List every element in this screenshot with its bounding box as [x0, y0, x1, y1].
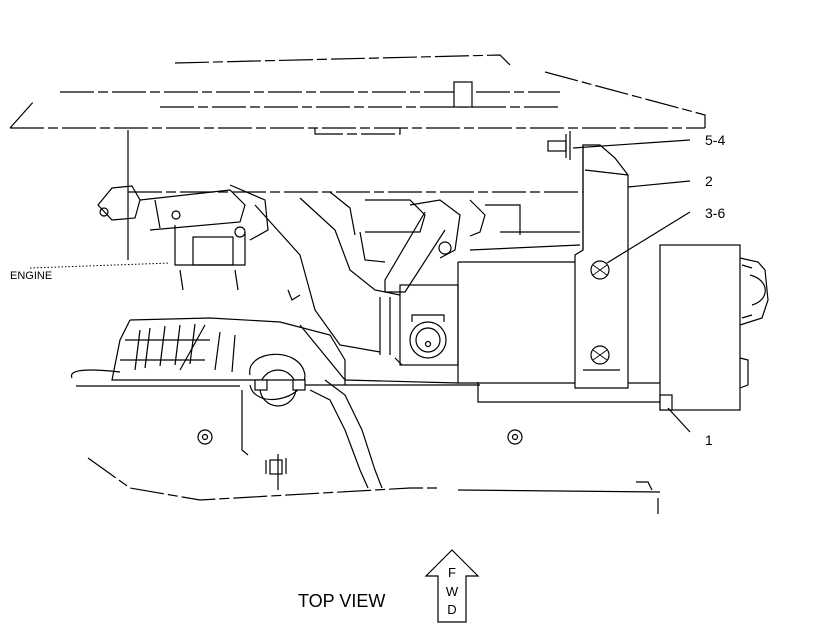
lower-frame [87, 429, 661, 514]
fwd-letter-w: W [446, 584, 459, 599]
fwd-letter-f: F [448, 565, 456, 580]
forward-arrow: F W D [424, 549, 480, 623]
view-title: TOP VIEW [298, 591, 385, 611]
callout-5-4: 5-4 [705, 132, 725, 148]
left-linkage [97, 130, 269, 291]
engine-label: ENGINE [10, 270, 52, 282]
top-tab [453, 81, 473, 108]
upper-phantom-outline [9, 54, 706, 193]
callout-1: 1 [705, 432, 713, 448]
leader-lines [29, 139, 691, 433]
frame-hole-left [197, 429, 213, 445]
fwd-letter-d: D [447, 602, 456, 617]
forward-arrow-icon [424, 549, 480, 623]
callout-2: 2 [705, 173, 713, 189]
pulley-assembly [241, 353, 480, 490]
main-box-item-1 [457, 244, 769, 411]
leader-1 [667, 407, 691, 433]
engine-duct [254, 191, 581, 353]
engine-leader [29, 262, 171, 269]
leader-3-6 [606, 211, 691, 264]
leader-2 [627, 180, 691, 188]
frame-hole-right [507, 429, 523, 445]
bracket-item-2 [547, 131, 629, 389]
leader-5-4 [572, 139, 691, 149]
center-housing [379, 284, 459, 366]
fastener-5-4 [547, 140, 567, 152]
callout-3-6: 3-6 [705, 205, 725, 221]
